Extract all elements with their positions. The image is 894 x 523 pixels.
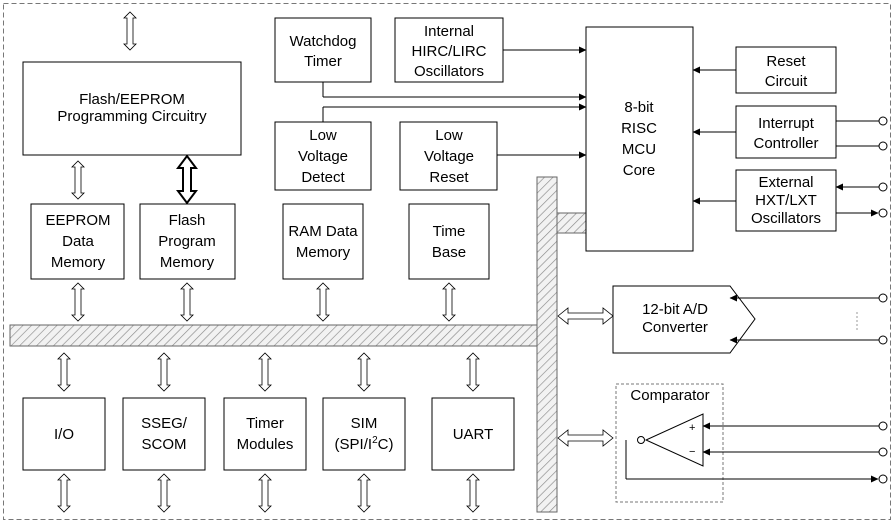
flash-programming-line1: Flash/EEPROM bbox=[79, 91, 185, 108]
low-voltage-reset-block: Low Voltage Reset bbox=[399, 121, 498, 191]
svg-text:Voltage: Voltage bbox=[424, 148, 474, 165]
svg-text:Circuit: Circuit bbox=[765, 73, 808, 90]
svg-text:Reset: Reset bbox=[766, 53, 806, 70]
svg-text:Time: Time bbox=[433, 223, 466, 240]
comparator-block: Comparator + − bbox=[615, 383, 724, 503]
control-signals bbox=[322, 46, 736, 205]
watchdog-timer-block: Watchdog Timer bbox=[274, 17, 372, 83]
svg-text:SSEG/: SSEG/ bbox=[141, 415, 188, 432]
svg-text:EEPROM: EEPROM bbox=[45, 212, 110, 229]
low-voltage-detect-block: Low Voltage Detect bbox=[274, 121, 372, 191]
time-base-block: Time Base bbox=[408, 203, 490, 280]
svg-text:Low: Low bbox=[435, 127, 463, 144]
sim-block: SIM (SPI/I2C) bbox=[322, 397, 406, 471]
svg-text:UART: UART bbox=[453, 426, 494, 443]
ram-data-memory-block: RAM Data Memory bbox=[282, 203, 364, 280]
reset-circuit-block: Reset Circuit bbox=[735, 46, 837, 94]
svg-text:Timer: Timer bbox=[246, 415, 284, 432]
svg-text:8-bit: 8-bit bbox=[624, 99, 654, 116]
svg-text:12-bit A/D: 12-bit A/D bbox=[642, 301, 708, 318]
svg-text:RAM Data: RAM Data bbox=[288, 223, 358, 240]
bus-to-comparator-arrow bbox=[557, 429, 614, 447]
interrupt-controller-block: Interrupt Controller bbox=[735, 105, 837, 159]
svg-text:SCOM: SCOM bbox=[142, 436, 187, 453]
bus-to-core bbox=[556, 212, 587, 234]
svg-text:Internal: Internal bbox=[424, 23, 474, 40]
sseg-scom-block: SSEG/ SCOM bbox=[122, 397, 206, 471]
svg-text:Watchdog: Watchdog bbox=[290, 33, 357, 50]
svg-text:−: − bbox=[689, 446, 695, 458]
flash-to-program-memory-arrow bbox=[176, 154, 198, 205]
svg-text:Memory: Memory bbox=[51, 254, 106, 271]
flash-programming-line2: Programming Circuitry bbox=[57, 108, 207, 125]
uart-block: UART bbox=[431, 397, 515, 471]
ad-converter-block: 12-bit A/D Converter bbox=[612, 285, 858, 354]
svg-text:Controller: Controller bbox=[753, 135, 818, 152]
svg-text:Voltage: Voltage bbox=[298, 148, 348, 165]
svg-text:Data: Data bbox=[62, 233, 94, 250]
eeprom-data-memory-block: EEPROM Data Memory bbox=[30, 203, 125, 280]
svg-text:External: External bbox=[758, 174, 813, 191]
svg-text:Memory: Memory bbox=[296, 244, 351, 261]
horizontal-bus bbox=[9, 324, 558, 347]
io-block: I/O bbox=[22, 397, 106, 471]
flash-program-memory-block: Flash Program Memory bbox=[139, 203, 236, 280]
external-oscillators-block: External HXT/LXT Oscillators bbox=[735, 169, 837, 232]
svg-text:SIM: SIM bbox=[351, 415, 378, 432]
svg-text:Interrupt: Interrupt bbox=[758, 115, 815, 132]
timer-modules-block: Timer Modules bbox=[223, 397, 307, 471]
svg-text:Converter: Converter bbox=[642, 319, 708, 336]
external-pins bbox=[625, 116, 888, 484]
svg-text:Memory: Memory bbox=[160, 254, 215, 271]
svg-text:Base: Base bbox=[432, 244, 466, 261]
svg-text:HIRC/LIRC: HIRC/LIRC bbox=[411, 43, 486, 60]
svg-text:Oscillators: Oscillators bbox=[751, 210, 821, 227]
svg-text:Flash: Flash bbox=[169, 212, 206, 229]
svg-text:RISC: RISC bbox=[621, 120, 657, 137]
svg-text:Program: Program bbox=[158, 233, 216, 250]
svg-text:HXT/LXT: HXT/LXT bbox=[755, 192, 817, 209]
flash-to-eeprom-arrow bbox=[71, 160, 85, 200]
internal-oscillators-block: Internal HIRC/LIRC Oscillators bbox=[394, 17, 504, 83]
svg-text:Comparator: Comparator bbox=[630, 387, 709, 404]
svg-text:Timer: Timer bbox=[304, 53, 342, 70]
svg-text:+: + bbox=[689, 422, 695, 434]
svg-text:(SPI/I2C): (SPI/I2C) bbox=[335, 435, 394, 453]
chip-boundary bbox=[3, 3, 891, 520]
svg-text:I/O: I/O bbox=[54, 426, 74, 443]
svg-text:Low: Low bbox=[309, 127, 337, 144]
svg-text:Oscillators: Oscillators bbox=[414, 63, 484, 80]
svg-text:MCU: MCU bbox=[622, 141, 656, 158]
svg-text:Reset: Reset bbox=[429, 169, 469, 186]
svg-text:Core: Core bbox=[623, 162, 656, 179]
svg-text:Detect: Detect bbox=[301, 169, 345, 186]
flash-programming-block: Flash/EEPROM Programming Circuitry bbox=[22, 61, 242, 156]
bus-to-adc-arrow bbox=[557, 307, 614, 325]
svg-text:Modules: Modules bbox=[237, 436, 294, 453]
programming-port-arrow bbox=[123, 11, 137, 51]
mcu-core-block: 8-bit RISC MCU Core bbox=[585, 26, 694, 252]
